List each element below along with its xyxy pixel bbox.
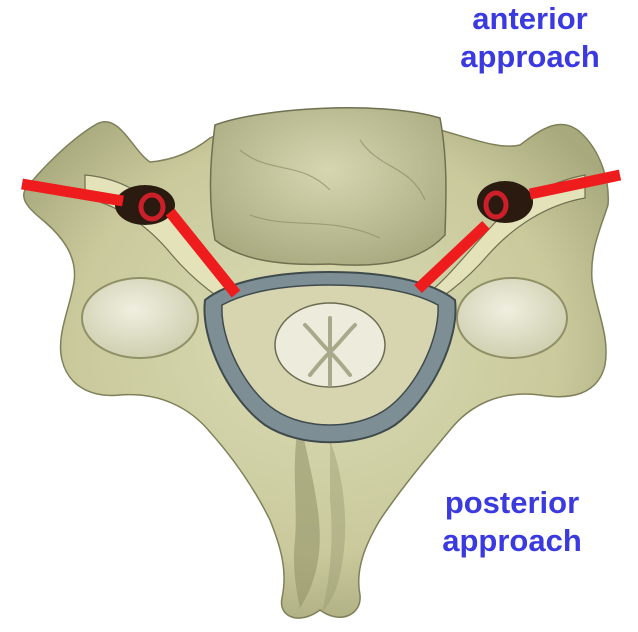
anterior-approach-label: anterior approach (440, 0, 620, 76)
posterior-label-line2: approach (412, 522, 612, 560)
anterior-label-line2: approach (440, 38, 620, 76)
posterior-label-line1: posterior (412, 484, 612, 522)
posterior-approach-label: posterior approach (412, 484, 612, 560)
anterior-label-line1: anterior (440, 0, 620, 38)
right-articular-facet (457, 278, 567, 358)
vertebral-body (210, 108, 446, 265)
left-articular-facet (82, 278, 198, 358)
